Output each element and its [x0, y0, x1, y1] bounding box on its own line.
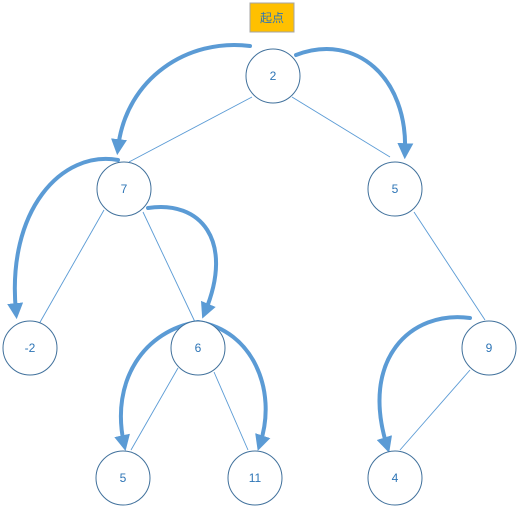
tree-node: 7	[96, 161, 152, 217]
tree-node: 2	[245, 48, 301, 104]
edge-6-5	[130, 367, 179, 451]
node-label: 9	[486, 341, 493, 355]
edge-6-11	[213, 371, 249, 451]
tree-node: 11	[227, 450, 283, 506]
edges	[38, 96, 486, 451]
edge-2-5	[291, 96, 391, 158]
arrow-7-to-m2	[7, 156, 120, 320]
start-box	[249, 2, 295, 33]
tree-node: 5	[95, 450, 151, 506]
node-label: 2	[270, 69, 277, 83]
start-marker: 起点	[249, 2, 295, 33]
nodes: 2 7 5 -2 6 9 5 11	[2, 48, 517, 506]
edge-7-m2	[38, 209, 105, 325]
arrow-2-to-7	[111, 43, 252, 156]
node-label: -2	[25, 341, 36, 355]
tree-node: 6	[170, 320, 226, 376]
tree-node: 5	[367, 161, 423, 217]
node-label: 5	[120, 471, 127, 485]
node-label: 4	[392, 471, 399, 485]
start-label: 起点	[260, 11, 284, 25]
edge-5-9	[413, 211, 486, 321]
arrow-7-to-6	[146, 205, 218, 319]
arrow-2-to-5	[294, 47, 414, 160]
node-label: 11	[249, 471, 262, 485]
edge-2-7	[128, 96, 253, 163]
arrow-6-to-11	[196, 320, 271, 451]
tree-node: -2	[2, 320, 58, 376]
node-label: 6	[195, 341, 202, 355]
edge-9-4	[399, 369, 471, 451]
arrow-9-to-4	[376, 315, 472, 453]
edge-7-6	[142, 211, 196, 323]
traversal-arrows	[7, 43, 472, 453]
node-label: 7	[121, 182, 128, 196]
node-label: 5	[392, 182, 399, 196]
tree-node: 9	[461, 320, 517, 376]
arrow-6-to-5	[114, 320, 200, 452]
tree-node: 4	[367, 450, 423, 506]
